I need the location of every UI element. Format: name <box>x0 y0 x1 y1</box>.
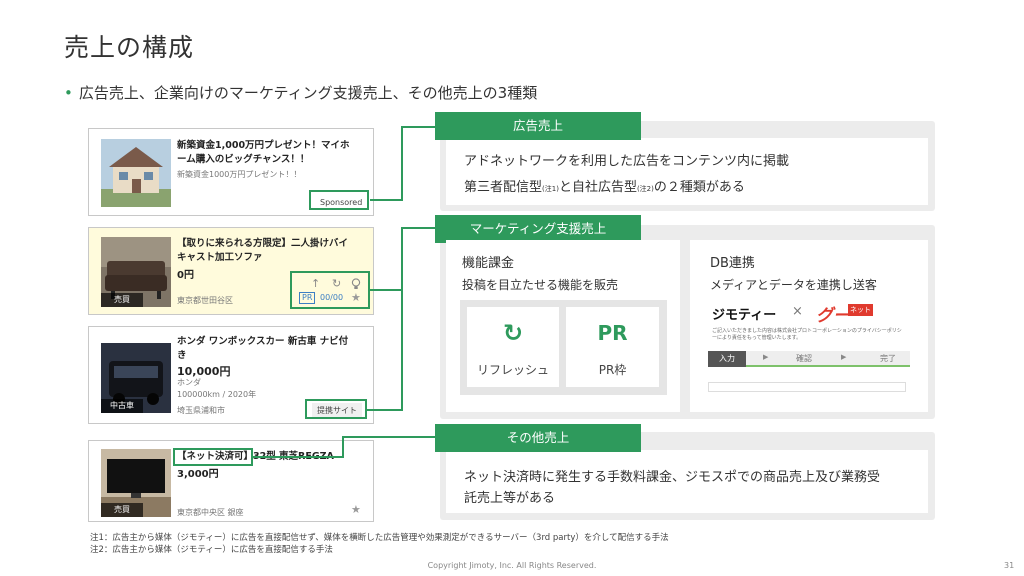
card-title: 【取りに来られる方限定】二人掛けバイキャスト加工ソファ <box>177 238 349 263</box>
star-icon[interactable]: ★ <box>351 503 361 516</box>
net-payment-highlight <box>173 448 253 466</box>
connector-line <box>367 409 403 411</box>
star-icon[interactable]: ★ <box>351 291 361 304</box>
pr-small-badge[interactable]: PR <box>299 292 316 304</box>
connector-line <box>370 289 402 291</box>
footnote-2: 注2：広告主から媒体（ジモティー）に広告を直接配信する手法 <box>90 545 333 555</box>
connector-line <box>401 227 435 229</box>
card-location: 埼玉県浦和市 <box>177 406 225 415</box>
feature-billing-title: 機能課金 <box>462 256 515 271</box>
card-price: 0円 <box>177 270 194 281</box>
pr-count: 00/00 <box>320 293 344 302</box>
card-price: 3,000円 <box>177 469 219 480</box>
refresh-label: リフレッシュ <box>476 363 549 377</box>
sponsored-tag: Sponsored <box>315 196 368 209</box>
listing-card-sponsored[interactable]: 新築資金1,000万円プレゼント！マイホーム購入のビッグチャンス！！ 新築資金1… <box>88 128 374 216</box>
card-maker: ホンダ <box>177 378 201 387</box>
ad-revenue-line2: 第三者配信型(注1)と自社広告型(注2)の２種類がある <box>464 176 745 195</box>
refresh-icon: ↻ <box>502 319 524 347</box>
other-revenue-header: その他売上 <box>435 424 641 452</box>
ad-revenue-panel <box>446 138 928 205</box>
line2-part-b: と自社広告型 <box>558 180 637 195</box>
copyright: Copyright Jimoty, Inc. All Rights Reserv… <box>427 561 597 570</box>
ad-revenue-header: 広告売上 <box>435 112 641 140</box>
listing-card-sofa[interactable]: 売買 【取りに来られる方限定】二人掛けバイキャスト加工ソファ 0円 東京都世田谷… <box>88 227 374 315</box>
form-field <box>708 382 906 392</box>
connector-line <box>401 227 403 411</box>
times-sign: × <box>792 304 803 319</box>
card-title: 新築資金1,000万円プレゼント！マイホーム購入のビッグチャンス！！ <box>177 140 350 165</box>
refresh-small-icon[interactable]: ↻ <box>332 277 342 290</box>
connector-line <box>253 456 343 458</box>
pr-feature-tile[interactable]: PR PR枠 <box>566 307 659 387</box>
line2-part-a: 第三者配信型 <box>464 180 543 195</box>
ad-revenue-line1: アドネットワークを利用した広告をコンテンツ内に掲載 <box>464 154 790 169</box>
house-thumbnail <box>101 139 171 207</box>
marketing-header: マーケティング支援売上 <box>435 215 641 243</box>
jmty-logo: ジモティー <box>712 308 777 323</box>
sofa-thumbnail: 売買 <box>101 237 171 307</box>
net-payment-label: 【ネット決済可】 <box>177 451 254 462</box>
card-subtitle: 新築資金1000万円プレゼント！！ <box>177 170 302 179</box>
summary-text: 広告売上、企業向けのマーケティング支援売上、その他売上の3種類 <box>78 84 538 102</box>
step-arrow: ▶ <box>763 353 769 361</box>
thumb-category-tag: 売買 <box>101 293 143 307</box>
pr-icon: PR <box>597 321 628 345</box>
footnote-1: 注1：広告主から媒体（ジモティー）に広告を直接配信せず、媒体を横断した広告管理や… <box>90 533 669 543</box>
db-link-desc: メディアとデータを連携し送客 <box>710 278 877 292</box>
partner-site-tag: 提携サイト <box>312 403 362 418</box>
connector-line <box>342 436 435 438</box>
step-done: 完了 <box>880 354 896 363</box>
goo-logo-tag: ネット <box>848 304 873 316</box>
connector-line <box>370 199 402 201</box>
card-location: 東京都世田谷区 <box>177 296 233 305</box>
step-confirm: 確認 <box>796 354 812 363</box>
db-link-title: DB連携 <box>710 256 755 271</box>
card-price: 10,000円 <box>177 365 231 378</box>
other-revenue-line2: 託売上等がある <box>464 491 556 506</box>
listing-card-tv[interactable]: 売買 【ネット決済可】32型 東芝REGZA 3,000円 東京都中央区 銀座 … <box>88 440 374 522</box>
card-location: 東京都中央区 銀座 <box>177 508 244 517</box>
db-screenshot: ジモティー × グー ネット ご記入いただきました内容は株式会社プロトコーポレー… <box>706 296 912 394</box>
page-title: 売上の構成 <box>64 33 195 62</box>
feature-billing-desc: 投稿を目立たせる機能を販売 <box>462 278 619 292</box>
line2-part-c: の２種類がある <box>653 180 745 195</box>
refresh-feature-tile[interactable]: ↻ リフレッシュ <box>467 307 559 387</box>
connector-line <box>342 436 344 458</box>
step-input: 入力 <box>708 351 746 367</box>
fine-print: ご記入いただきました内容は株式会社プロトコーポレーションのプライバシーポリシーに… <box>712 328 902 341</box>
sponsored-highlight <box>309 190 369 210</box>
tv-thumbnail: 売買 <box>101 449 171 517</box>
thumb-category-tag: 中古車 <box>101 399 143 413</box>
feature-highlight <box>290 271 370 309</box>
card-spec: 100000km / 2020年 <box>177 390 257 399</box>
partner-highlight <box>305 399 367 419</box>
bulb-icon[interactable] <box>351 275 361 294</box>
other-revenue-panel <box>446 450 928 513</box>
note2-ref: (注2) <box>636 185 654 193</box>
card-title: ホンダ ワンボックスカー 新古車 ナビ付き <box>177 336 349 361</box>
summary-bullet: • 広告売上、企業向けのマーケティング支援売上、その他売上の3種類 <box>64 82 537 103</box>
arrow-up-icon[interactable]: ↑ <box>311 277 321 290</box>
thumb-category-tag: 売買 <box>101 503 143 517</box>
note1-ref: (注1) <box>542 185 559 193</box>
car-thumbnail: 中古車 <box>101 343 171 413</box>
step-arrow: ▶ <box>841 353 847 361</box>
page-number: 31 <box>1004 561 1015 570</box>
listing-card-car[interactable]: 中古車 ホンダ ワンボックスカー 新古車 ナビ付き 10,000円 ホンダ 10… <box>88 326 374 424</box>
connector-line <box>401 126 435 128</box>
other-revenue-line1: ネット決済時に発生する手数料課金、ジモスポでの商品売上及び業務受 <box>464 470 881 485</box>
progress-steps: 入力 ▶ 確認 ▶ 完了 <box>708 351 910 367</box>
bullet-dot: • <box>64 84 73 102</box>
connector-line <box>401 126 403 201</box>
goo-logo: グー <box>816 306 850 326</box>
pr-label: PR枠 <box>598 363 627 377</box>
